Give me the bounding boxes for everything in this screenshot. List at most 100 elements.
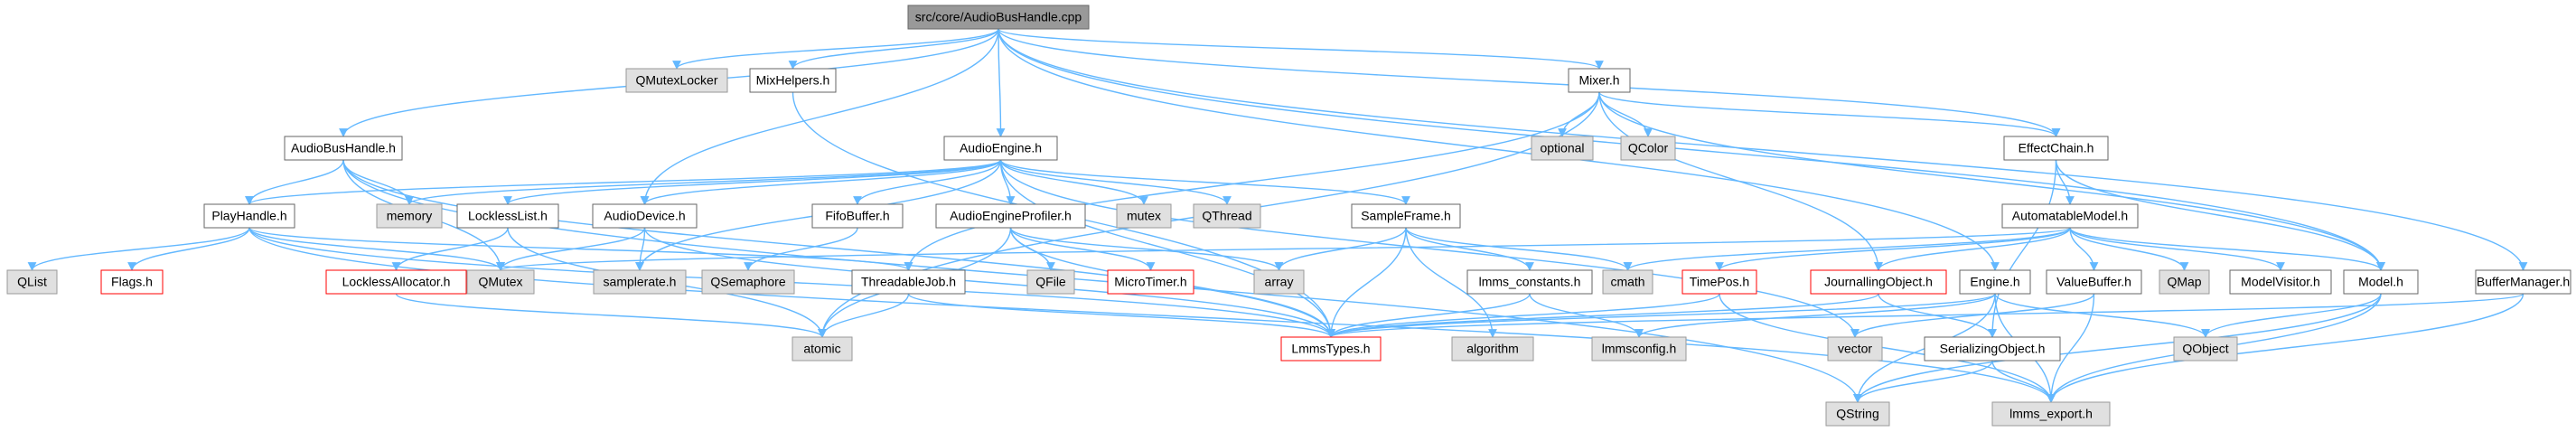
edge-AudioEngine-to-SampleFrame — [999, 159, 1410, 205]
node-AudioBusHandle[interactable]: AudioBusHandle.h — [284, 136, 403, 161]
edge-AutomatableModel-to-TimePos — [1715, 227, 2071, 271]
node-box-ValueBuffer — [2046, 269, 2142, 295]
edge-BufferManager-to-lmms_export — [2047, 293, 2524, 403]
node-TimePos[interactable]: TimePos.h — [1681, 269, 1757, 295]
edge-AudioEngine-to-mutex — [999, 159, 1148, 205]
node-EffectChain[interactable]: EffectChain.h — [2003, 136, 2109, 161]
node-ValueBuffer[interactable]: ValueBuffer.h — [2046, 269, 2142, 295]
node-box-AudioEngine — [943, 136, 1058, 161]
node-box-AudioBusHandle — [284, 136, 403, 161]
node-ModelVisitor[interactable]: ModelVisitor.h — [2229, 269, 2332, 295]
node-box-QMap — [2159, 269, 2210, 295]
node-label-QMutexLocker: QMutexLocker — [635, 73, 717, 88]
node-box-mutex — [1116, 203, 1172, 229]
edge-PlayHandle-to-lmms_export — [248, 227, 2056, 403]
node-label-AutomatableModel: AutomatableModel.h — [2012, 209, 2128, 223]
edge-AudioEngineProfiler-to-MicroTimer — [1009, 227, 1156, 271]
node-label-samplerate: samplerate.h — [604, 275, 677, 289]
node-label-root: src/core/AudioBusHandle.cpp — [915, 10, 1082, 24]
edge-SerializingObject-to-QString — [1853, 360, 1993, 403]
node-box-lmms_constants — [1466, 269, 1593, 295]
edge-AudioBusHandle-to-PlayHandle — [245, 159, 344, 205]
edge-Model-to-QString — [1853, 293, 2382, 403]
edge-Engine-to-lmmsconfig — [1635, 293, 1996, 338]
node-label-QMutex: QMutex — [478, 275, 522, 289]
edge-LocklessList-to-LocklessAllocator — [391, 227, 509, 271]
edge-AudioDevice-to-QMutex — [496, 227, 646, 271]
edge-AudioEngine-to-FifoBuffer — [853, 159, 1002, 205]
node-SerializingObject[interactable]: SerializingObject.h — [1924, 336, 2061, 362]
node-Engine[interactable]: Engine.h — [1959, 269, 2031, 295]
node-ThreadableJob[interactable]: ThreadableJob.h — [851, 269, 966, 295]
node-AudioEngine[interactable]: AudioEngine.h — [943, 136, 1058, 161]
edge-EffectChain-to-SerializingObject — [1988, 159, 2057, 338]
node-label-QSemaphore: QSemaphore — [710, 275, 785, 289]
node-box-Model — [2343, 269, 2419, 295]
edge-root-to-QMutexLocker — [672, 28, 999, 70]
edge-root-to-AudioEngine — [996, 28, 1006, 137]
node-label-QColor: QColor — [1628, 141, 1669, 155]
node-BufferManager[interactable]: BufferManager.h — [2475, 269, 2571, 295]
node-box-lmmsconfig — [1591, 336, 1687, 362]
node-AudioDevice[interactable]: AudioDevice.h — [592, 203, 698, 229]
node-AudioEngineProfiler[interactable]: AudioEngineProfiler.h — [935, 203, 1086, 229]
node-label-Model: Model.h — [2358, 275, 2403, 289]
node-label-optional: optional — [1540, 141, 1584, 155]
node-array: array — [1253, 269, 1305, 295]
edge-Mixer-to-ThreadableJob — [904, 91, 1600, 271]
node-SampleFrame[interactable]: SampleFrame.h — [1351, 203, 1461, 229]
node-label-AudioEngineProfiler: AudioEngineProfiler.h — [950, 209, 1072, 223]
edge-AutomatableModel-to-ValueBuffer — [2069, 227, 2099, 271]
edge-Mixer-to-Model — [1598, 91, 2385, 271]
node-QObject: QObject — [2173, 336, 2238, 362]
edge-Mixer-to-EffectChain — [1598, 91, 2061, 137]
edge-BufferManager-to-LmmsTypes — [1326, 293, 2524, 338]
edge-root-to-BufferManager — [998, 28, 2528, 271]
edge-lmms_constants-to-LmmsTypes — [1326, 293, 1531, 338]
node-label-AudioEngine: AudioEngine.h — [960, 141, 1042, 155]
node-label-TimePos: TimePos.h — [1690, 275, 1749, 289]
node-label-ValueBuffer: ValueBuffer.h — [2056, 275, 2131, 289]
node-AutomatableModel[interactable]: AutomatableModel.h — [2001, 203, 2139, 229]
node-PlayHandle[interactable]: PlayHandle.h — [203, 203, 295, 229]
node-box-QString — [1825, 401, 1890, 427]
node-JournallingObject[interactable]: JournallingObject.h — [1810, 269, 1947, 295]
node-label-Mixer: Mixer.h — [1578, 73, 1619, 88]
edge-TimePos-to-LmmsTypes — [1326, 293, 1720, 338]
node-LocklessAllocator[interactable]: LocklessAllocator.h — [325, 269, 467, 295]
edge-root-to-EffectChain — [998, 28, 2061, 137]
node-MicroTimer[interactable]: MicroTimer.h — [1107, 269, 1194, 295]
edge-AutomatableModel-to-cmath — [1623, 227, 2071, 271]
node-label-lmmsconfig: lmmsconfig.h — [1602, 342, 1676, 356]
node-label-AudioBusHandle: AudioBusHandle.h — [291, 141, 396, 155]
edge-AutomatableModel-to-ModelVisitor — [2069, 227, 2285, 271]
node-LocklessList[interactable]: LocklessList.h — [456, 203, 559, 229]
node-Model[interactable]: Model.h — [2343, 269, 2419, 295]
edge-root-to-MixHelpers — [788, 28, 999, 70]
node-label-cmath: cmath — [1610, 275, 1644, 289]
node-Mixer[interactable]: Mixer.h — [1568, 68, 1631, 93]
node-box-QSemaphore — [701, 269, 795, 295]
node-label-SampleFrame: SampleFrame.h — [1361, 209, 1451, 223]
node-label-mutex: mutex — [1127, 209, 1161, 223]
node-lmms_constants[interactable]: lmms_constants.h — [1466, 269, 1593, 295]
edge-SampleFrame-to-array — [1274, 227, 1407, 271]
edge-LocklessAllocator-to-atomic — [395, 293, 827, 338]
node-root[interactable]: src/core/AudioBusHandle.cpp — [907, 5, 1090, 30]
node-box-EffectChain — [2003, 136, 2109, 161]
node-label-LmmsTypes: LmmsTypes.h — [1291, 342, 1370, 356]
node-label-algorithm: algorithm — [1466, 342, 1519, 356]
node-Flags[interactable]: Flags.h — [100, 269, 164, 295]
edge-ValueBuffer-to-lmms_export — [2047, 293, 2095, 403]
node-box-BufferManager — [2475, 269, 2571, 295]
node-box-JournallingObject — [1810, 269, 1947, 295]
node-mutex: mutex — [1116, 203, 1172, 229]
node-box-vector — [1827, 336, 1883, 362]
node-MixHelpers[interactable]: MixHelpers.h — [749, 68, 837, 93]
edge-SampleFrame-to-lmms_constants — [1405, 227, 1534, 271]
edge-ValueBuffer-to-vector — [1850, 293, 2095, 338]
node-label-BufferManager: BufferManager.h — [2477, 275, 2570, 289]
node-FifoBuffer[interactable]: FifoBuffer.h — [811, 203, 904, 229]
node-LmmsTypes[interactable]: LmmsTypes.h — [1280, 336, 1382, 362]
